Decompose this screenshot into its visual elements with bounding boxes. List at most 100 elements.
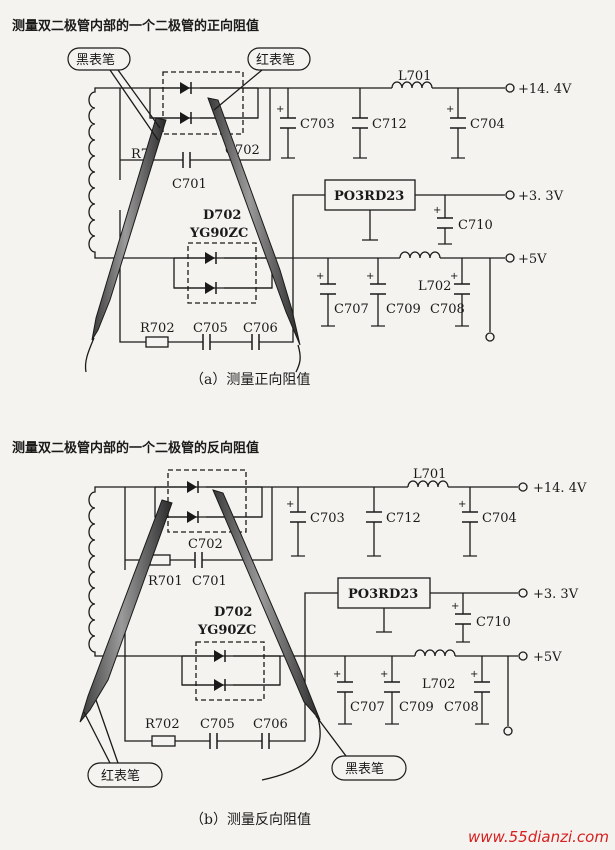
label-c703: C703 [300,117,335,132]
inductor-l702 [399,251,441,259]
panel-b-caption: （b）测量反向阻值 [190,812,311,828]
diode-icon [187,511,197,523]
label-c707: C707 [350,700,385,715]
cap-c710: + [451,593,471,643]
label-c704: C704 [482,511,517,526]
callout-red-probe-a [247,47,311,71]
diode-pack-d702 [187,242,257,304]
resistor-r702 [145,336,169,348]
diode-pack-top [162,71,244,135]
panel-b-title: 测量双二极管内部的一个二极管的反向阻值 [12,440,259,456]
terminal-33v [505,190,515,200]
label-r702: R702 [145,717,180,732]
cap-c708: + [450,258,470,327]
cap-c707: + [316,258,336,327]
terminal-14v [505,83,515,93]
cap-c704: + [446,88,466,159]
svg-text:+: + [316,271,324,282]
label-c705: C705 [200,717,235,732]
svg-text:+: + [451,601,459,612]
resistor-r702 [151,735,176,747]
cap-c704: + [458,487,478,557]
callout-black-probe-a-text: 黑表笔 [76,52,115,68]
label-l702: L702 [422,677,455,692]
black-probe-b [212,489,321,781]
label-c702: C702 [188,537,223,552]
diode-pack-d702 [195,641,265,701]
label-c710: C710 [476,615,511,630]
diode-icon [205,282,215,294]
label-14v: +14. 4V [533,481,587,496]
label-c701: C701 [192,574,227,589]
label-l701: L701 [413,467,446,482]
svg-text:+: + [333,669,341,680]
panel-a-title: 测量双二极管内部的一个二极管的正向阻值 [12,18,259,34]
label-yg90zc: YG90ZC [189,226,248,241]
terminal-14v [518,482,528,492]
diode-icon [187,481,197,493]
cap-c710: + [433,195,453,245]
inductor-l701 [407,480,449,488]
label-c709: C709 [386,302,421,317]
callout-black-probe-b [331,755,407,781]
inductor-l702 [414,649,456,657]
label-ic: PO3RD23 [348,587,418,602]
cap-c712 [366,487,382,557]
label-c708: C708 [430,302,465,317]
diode-pack-top [167,469,247,533]
label-d702: D702 [214,605,252,620]
label-c706: C706 [243,321,278,336]
label-33v: +3. 3V [518,189,564,204]
panel-a-caption: （a）测量正向阻值 [190,372,310,388]
label-c707: C707 [334,302,369,317]
svg-text:+: + [276,104,284,115]
cap-c707: + [333,656,353,725]
label-c712: C712 [386,511,421,526]
label-c703: C703 [310,511,345,526]
callout-red-probe-b [87,762,163,788]
callout-red-probe-a-text: 红表笔 [256,52,295,68]
watermark: www.55dianzi.com [468,828,609,846]
cap-c712 [352,88,368,159]
diode-icon [180,82,190,94]
label-r702: R702 [140,321,175,336]
label-5v: +5V [518,252,547,267]
label-c701: C701 [172,177,207,192]
terminal-5v [518,651,528,661]
inductor-l701 [391,81,433,89]
callout-black-probe-a [67,47,131,71]
callout-black-probe-b-text: 黑表笔 [345,761,384,777]
label-c704: C704 [470,117,505,132]
label-yg90zc: YG90ZC [197,623,256,638]
transformer-coil [88,87,121,259]
label-l702: L702 [418,279,451,294]
svg-text:+: + [433,205,441,216]
panel-a: 测量双二极管内部的一个二极管的正向阻值 R7 C702 C701 [12,18,572,388]
red-probe-b [79,499,173,723]
label-33v: +3. 3V [533,587,579,602]
terminal-5v [505,253,515,263]
svg-text:+: + [458,499,466,510]
cap-c709: + [366,258,386,327]
label-c710: C710 [458,218,493,233]
svg-text:+: + [366,271,374,282]
label-c708: C708 [444,700,479,715]
svg-text:+: + [470,669,478,680]
red-probe-a [207,97,301,373]
label-ic: PO3RD23 [334,189,404,204]
diode-icon [180,112,190,124]
label-c712: C712 [372,117,407,132]
callout-red-probe-b-text: 红表笔 [101,768,140,784]
label-14v: +14. 4V [518,82,572,97]
panel-b: 测量双二极管内部的一个二极管的反向阻值 L701 +14. 4V C702 R7… [12,440,587,828]
label-r701: R701 [148,574,183,589]
diode-icon [214,679,224,691]
svg-text:+: + [446,104,454,115]
label-c709: C709 [399,700,434,715]
svg-text:+: + [450,271,458,282]
label-c706: C706 [253,717,288,732]
label-d702: D702 [203,208,241,223]
cap-c703: + [276,88,296,159]
black-probe-a [84,117,167,373]
